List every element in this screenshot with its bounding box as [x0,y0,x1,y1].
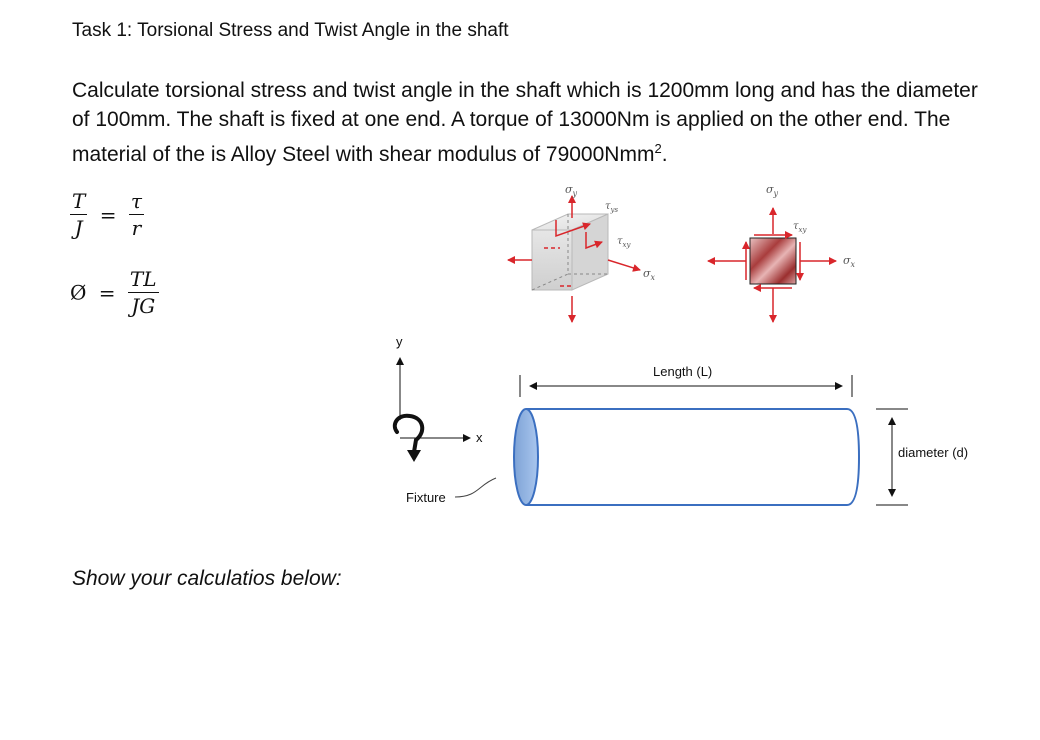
tau-ys-arrow [555,220,591,238]
fixed-end [513,408,539,506]
tau-xy-arrow [585,232,603,250]
label-tau-xy-3d: τxy [617,236,631,249]
label-sigma-y-3d: σy [565,183,578,199]
label-sigma-y-2d: σy [766,183,779,199]
torque-arrow [392,413,425,462]
superscript-2: 2 [654,141,662,156]
diameter-label: diameter (d) [898,445,969,460]
sigma-x-arrow [607,259,641,272]
diameter-dimension [876,408,908,506]
label-sigma-x-3d: σx [643,267,656,283]
label-tau-ys-3d: τys [605,201,619,214]
axis-y-label: y [396,334,403,349]
label-sigma-x-2d: σx [843,254,856,270]
problem-statement: Calculate torsional stress and twist ang… [72,76,1022,169]
task-title: Task 1: Torsional Stress and Twist Angle… [72,20,509,41]
coordinate-axes [396,357,471,442]
problem-line-1: Calculate torsional stress and twist ang… [72,79,978,102]
stress-element-2d [707,207,837,323]
fixture-label: Fixture [406,490,446,505]
label-tau-xy-2d: τxy [793,221,807,234]
stress-element-3d [507,195,641,323]
length-label: Length (L) [653,364,713,379]
problem-line-2: of 100mm. The shaft is fixed at one end.… [72,108,951,131]
axis-x-label: x [476,430,483,445]
fixture-leader [454,477,497,498]
show-calculations-prompt: Show your calculatios below: [72,567,342,590]
length-dimension [519,375,853,397]
shaft [513,408,861,506]
problem-line-3: material of the is Alloy Steel with shea… [72,141,668,166]
